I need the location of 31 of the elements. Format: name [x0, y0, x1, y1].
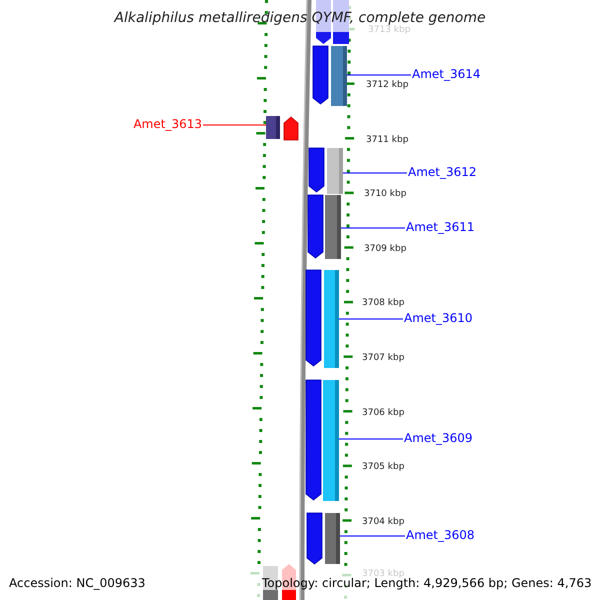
- scale-label: 3705 kbp: [362, 461, 404, 474]
- genome-info: Accession: NC_009633: [9, 575, 146, 591]
- gene-block: [327, 148, 343, 194]
- gene-block: [325, 195, 341, 259]
- gene-block: [323, 380, 339, 501]
- leader-line: [202, 124, 266, 126]
- scale-label: 3704 kbp: [362, 516, 404, 529]
- gene-label: Amet_3611: [406, 219, 478, 235]
- map-title: Alkaliphilus metalliredigens QYMF, complete genome: [112, 10, 487, 26]
- scale-label: 3710 kbp: [364, 188, 406, 202]
- scale-label: 3706 kbp: [362, 406, 404, 420]
- leader-line: [338, 438, 404, 440]
- gene-label: Amet_3609: [404, 430, 476, 446]
- gene-label: Amet_3612: [408, 164, 480, 180]
- scale-label: 3708 kbp: [362, 297, 404, 310]
- gene-label: Amet_3614: [412, 66, 484, 82]
- leader-line: [342, 172, 408, 174]
- gene-block: [324, 270, 339, 368]
- gene-block: [266, 116, 280, 139]
- scale-label: 3711 kbp: [366, 134, 408, 147]
- scale-label: 3707 kbp: [362, 352, 404, 365]
- gene-block: [331, 46, 347, 106]
- gene-label: Amet_3613: [132, 116, 202, 132]
- gene-block: [325, 513, 340, 564]
- scale-label: 3712 kbp: [366, 79, 408, 92]
- leader-line: [346, 74, 412, 76]
- leader-line: [338, 318, 404, 320]
- gene-label: Amet_3610: [404, 310, 476, 326]
- scale-label: 3709 kbp: [364, 242, 406, 256]
- gene-label: Amet_3608: [406, 527, 478, 543]
- genome-info: Topology: circular; Length: 4,929,566 bp; Genes: 4,763: [262, 576, 592, 591]
